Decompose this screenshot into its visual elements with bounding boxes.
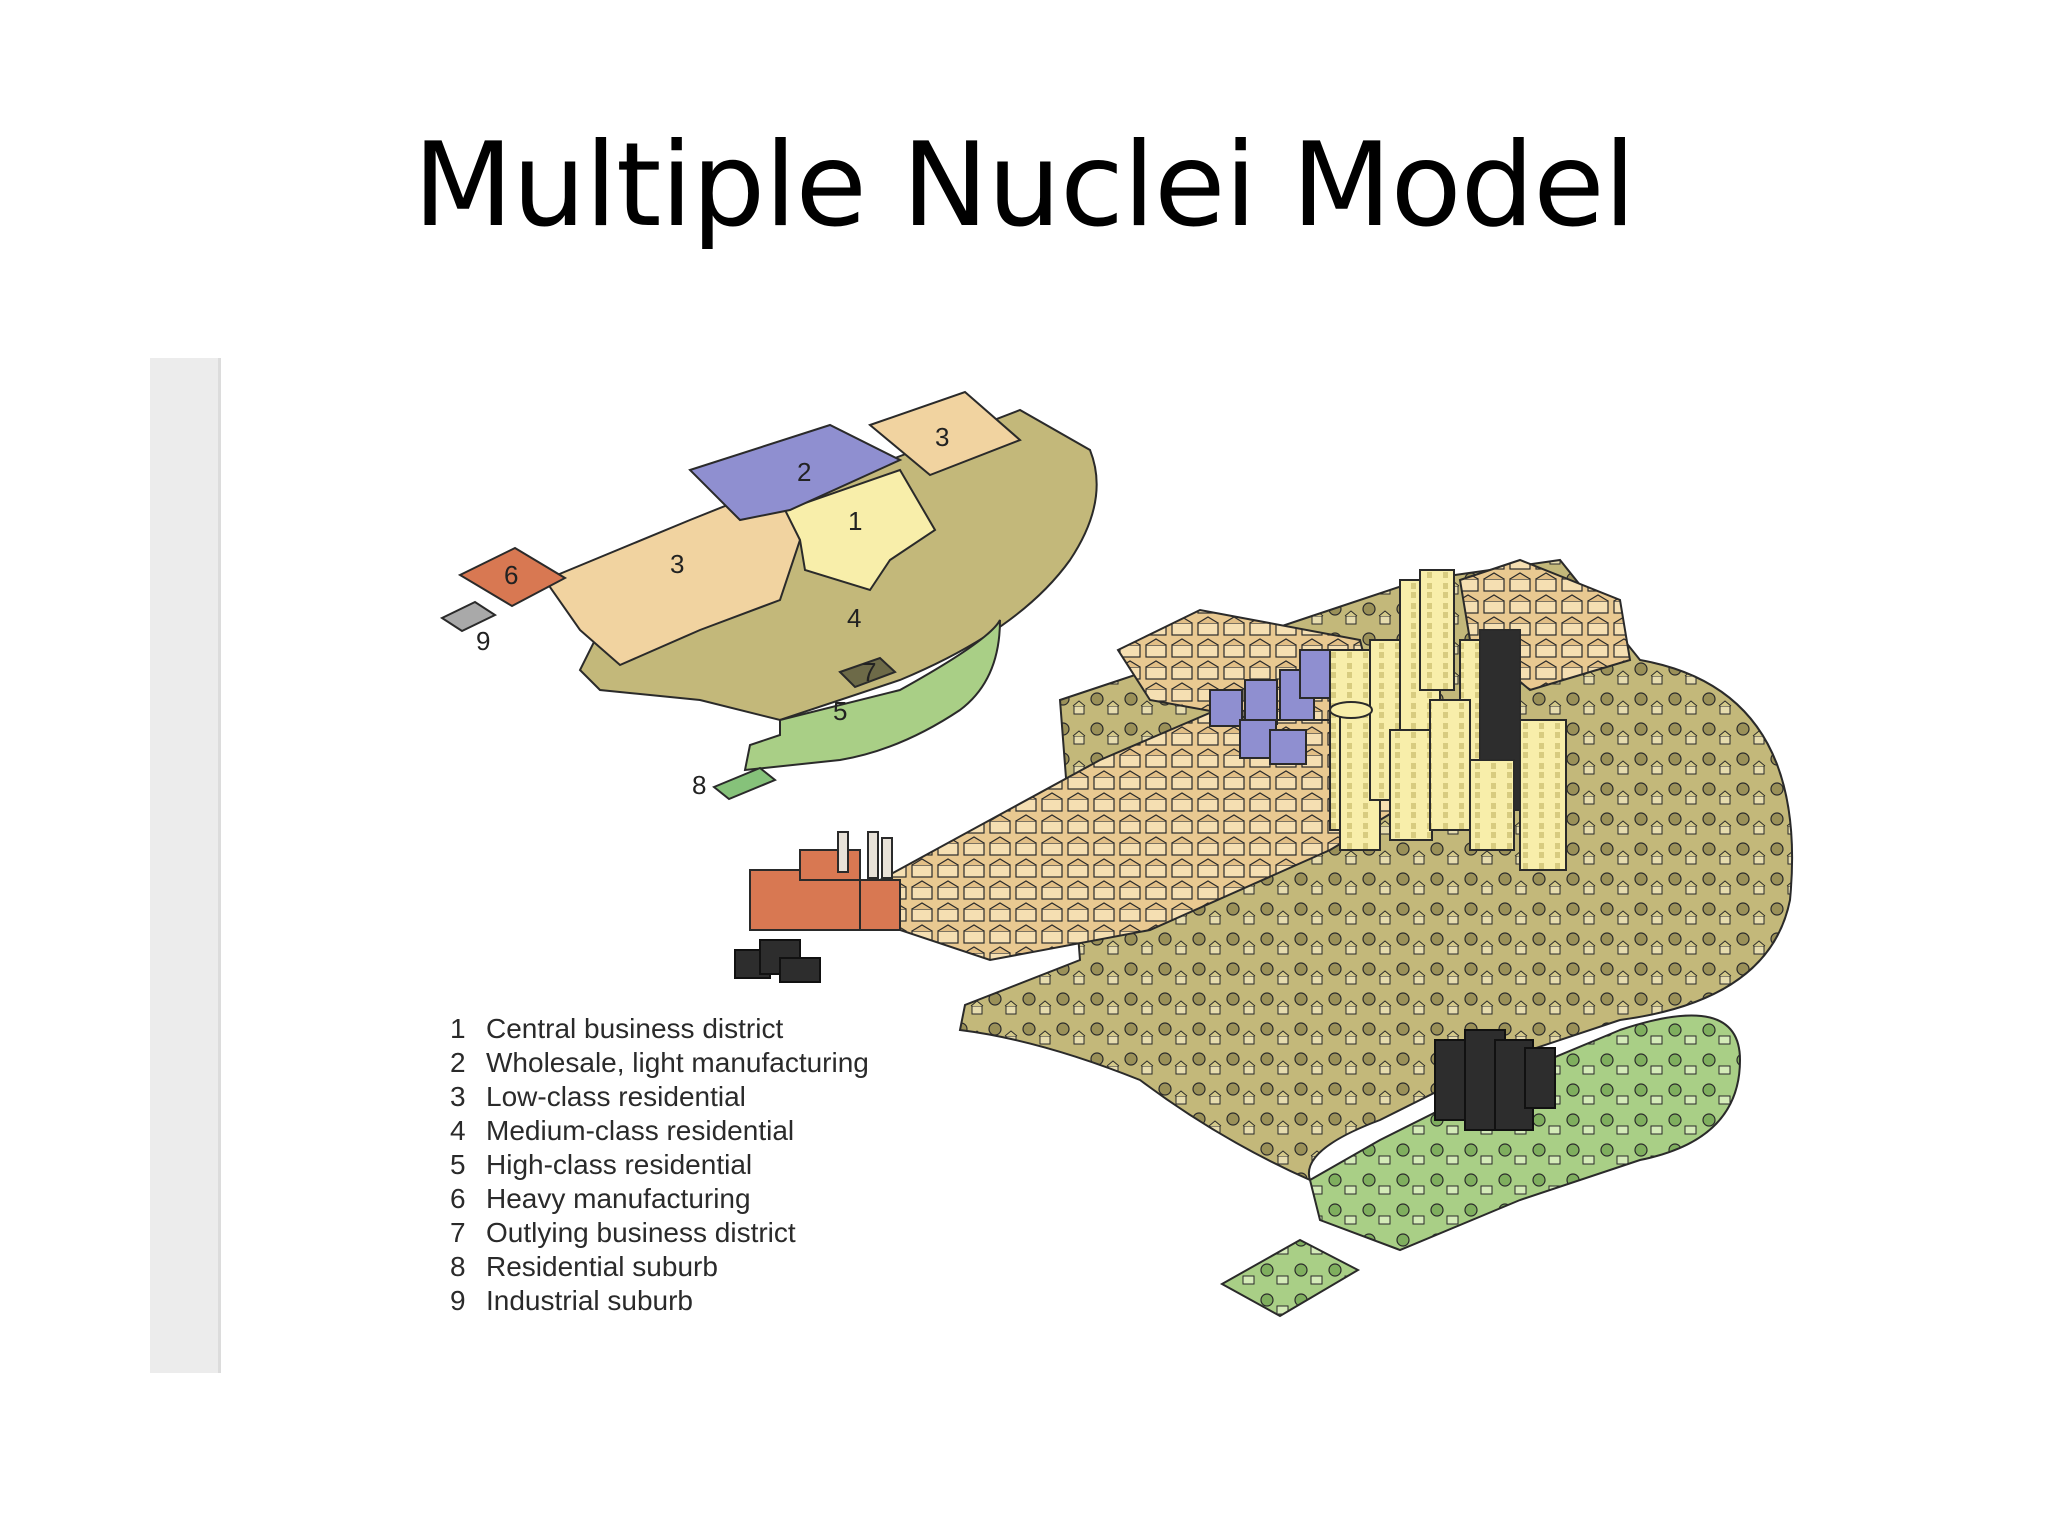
zone-label-6: 6 — [504, 560, 518, 590]
factory-heavy-manufacturing — [750, 832, 900, 930]
zone-label-1: 1 — [848, 506, 862, 536]
legend-label: Central business district — [486, 1013, 783, 1044]
zone-8-residential-suburb — [714, 768, 775, 799]
legend-label: Heavy manufacturing — [486, 1183, 751, 1214]
legend-number: 4 — [450, 1114, 486, 1148]
zone-label-9: 9 — [476, 626, 490, 656]
industrial-suburb-buildings — [735, 940, 820, 982]
legend-number: 3 — [450, 1080, 486, 1114]
zone-label-7: 7 — [862, 657, 876, 687]
zone-label-4: 4 — [847, 603, 861, 633]
legend-label: Medium-class residential — [486, 1115, 794, 1146]
residential-suburb-block — [1222, 1240, 1358, 1316]
zone-label-8: 8 — [692, 770, 706, 800]
zone-map: 2 3 1 3 6 4 9 7 5 8 — [442, 392, 1097, 800]
legend-label: High-class residential — [486, 1149, 752, 1180]
legend-number: 5 — [450, 1148, 486, 1182]
zone-label-3-b: 3 — [670, 549, 684, 579]
legend-label: Industrial suburb — [486, 1285, 693, 1316]
legend-number: 2 — [450, 1046, 486, 1080]
legend-number: 1 — [450, 1012, 486, 1046]
legend-label: Outlying business district — [486, 1217, 796, 1248]
zone-label-3-a: 3 — [935, 422, 949, 452]
legend-number: 8 — [450, 1250, 486, 1284]
zone-label-5: 5 — [833, 696, 847, 726]
legend-label: Wholesale, light manufacturing — [486, 1047, 869, 1078]
legend-label: Low-class residential — [486, 1081, 746, 1112]
zone-label-2: 2 — [797, 457, 811, 487]
legend-number: 9 — [450, 1284, 486, 1318]
legend-number: 7 — [450, 1216, 486, 1250]
legend-label: Residential suburb — [486, 1251, 718, 1282]
legend-number: 6 — [450, 1182, 486, 1216]
